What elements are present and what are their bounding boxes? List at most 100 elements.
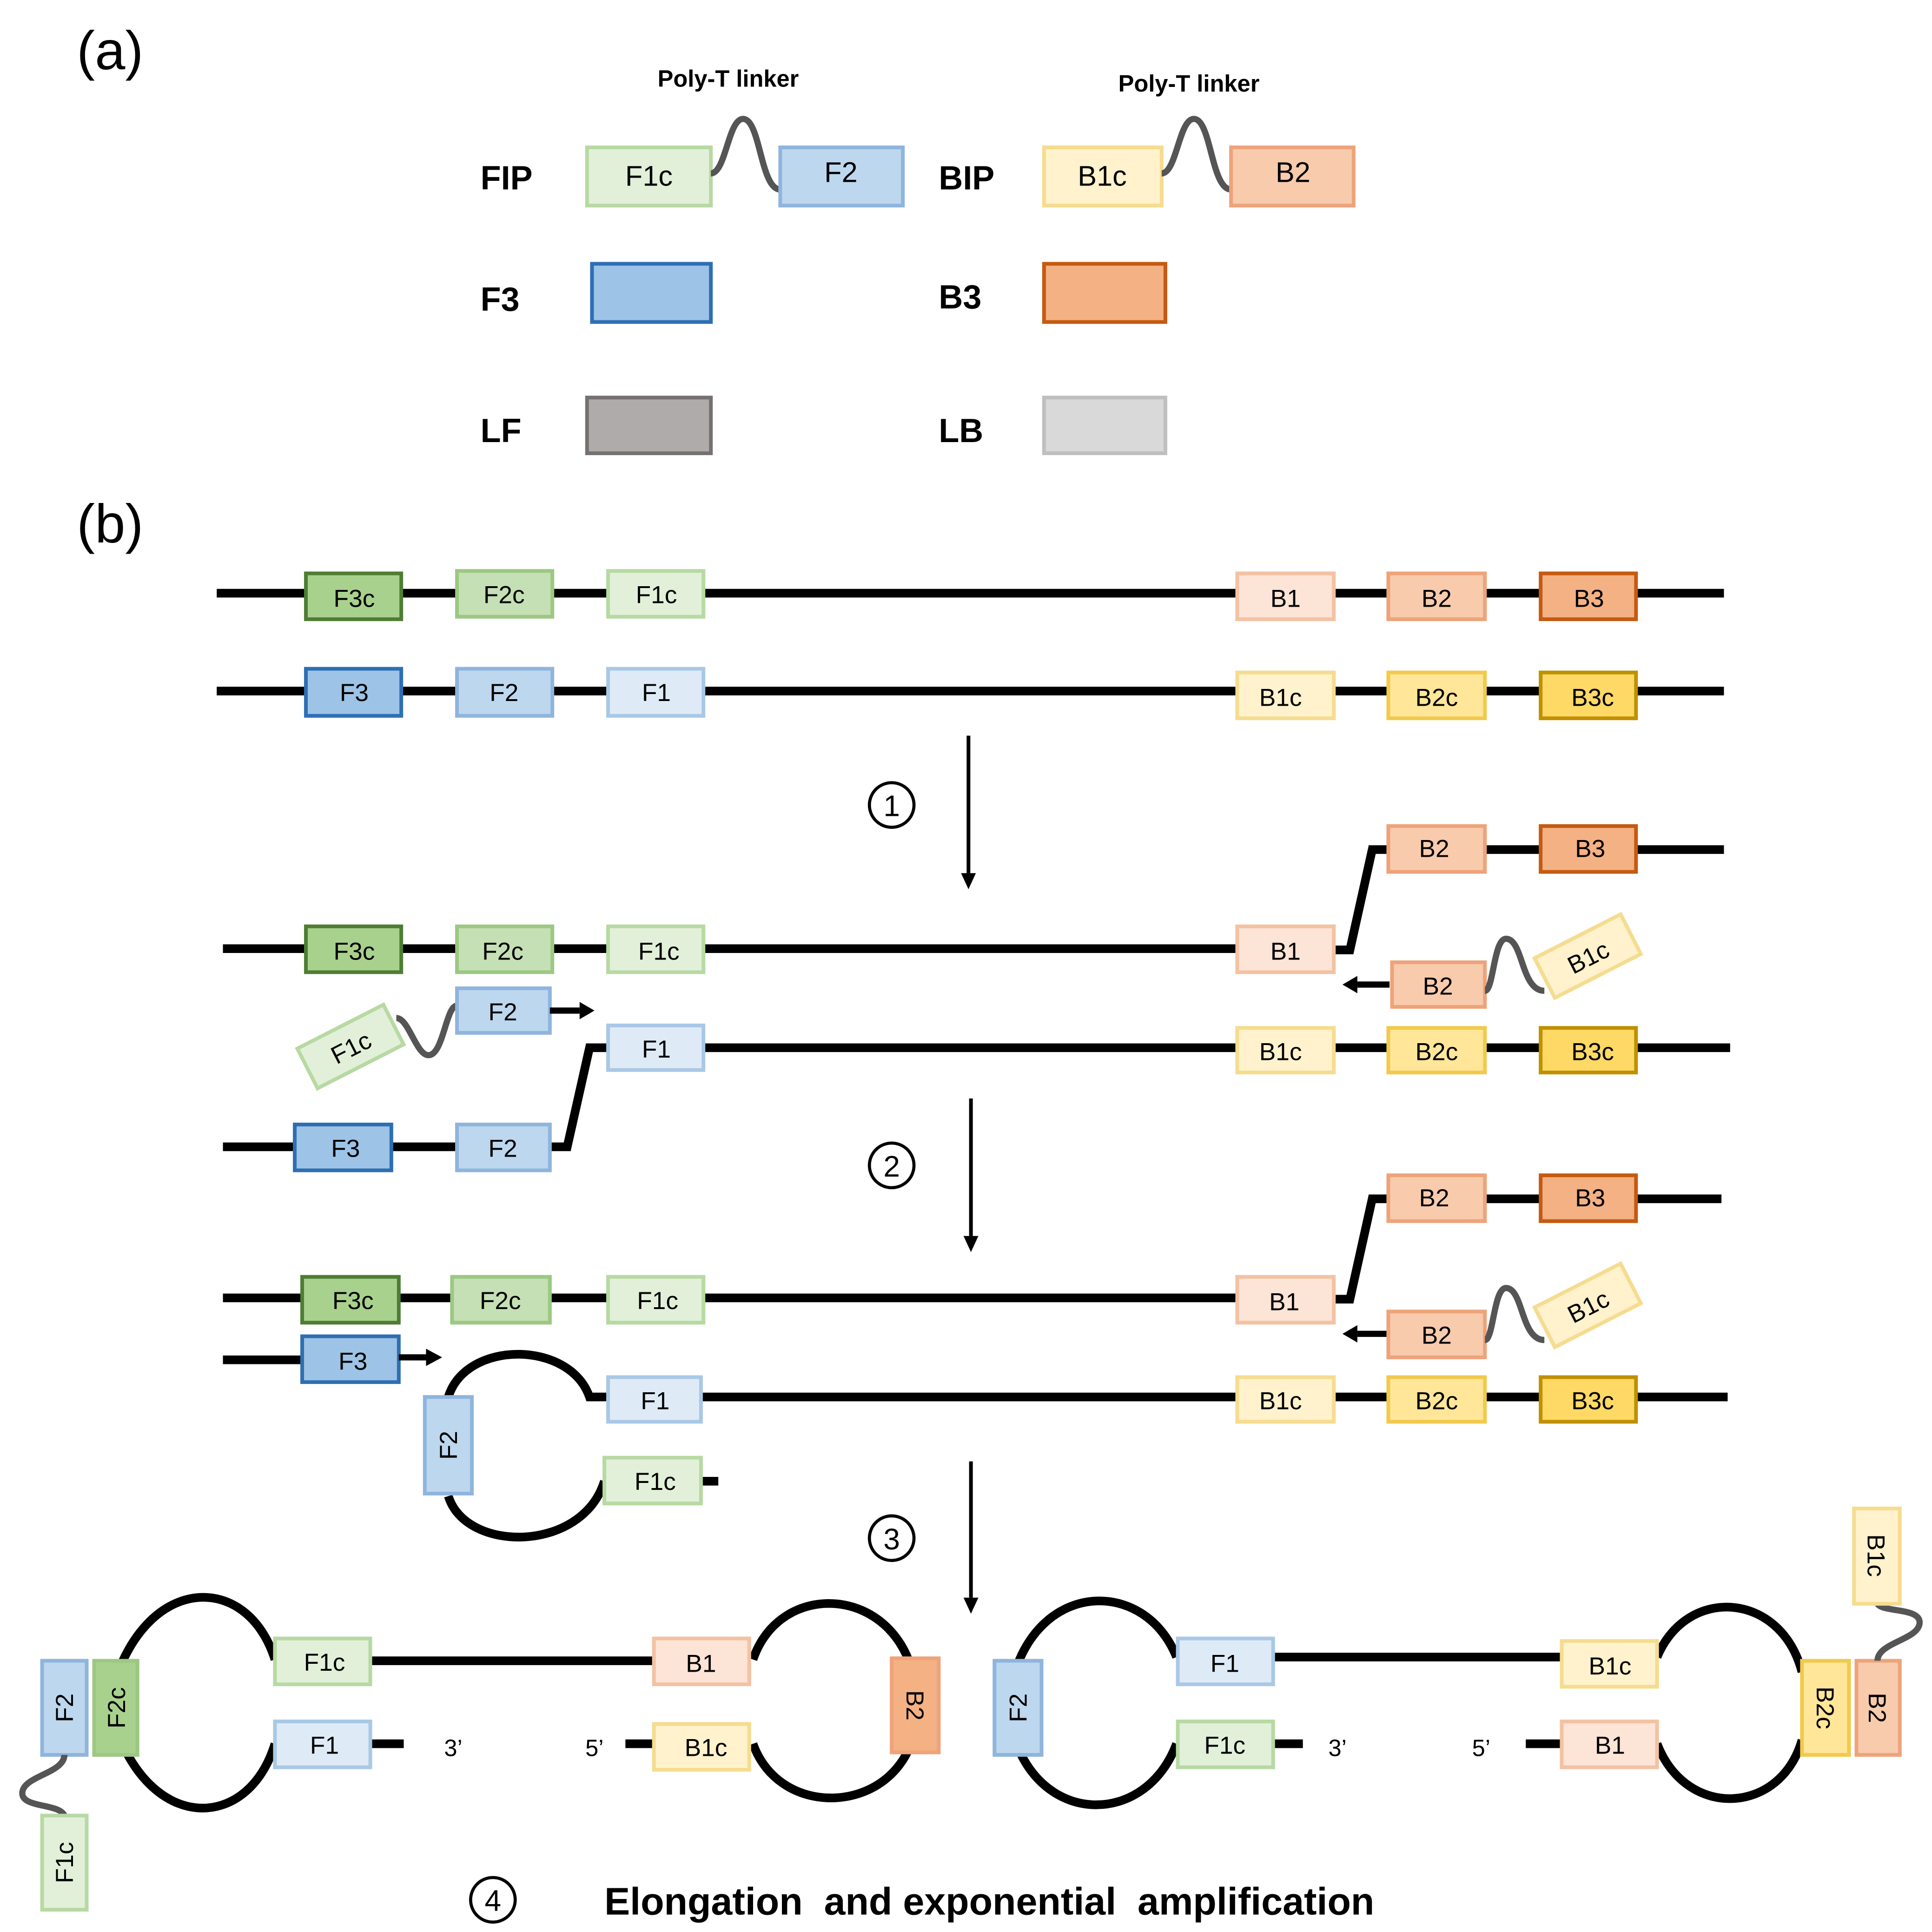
seg-b1c: B1c	[1259, 684, 1302, 712]
dbr-b1: B1	[1595, 1732, 1625, 1759]
lf-label: LF	[481, 412, 522, 450]
dbr-5prime: 5’	[1472, 1735, 1490, 1761]
dbl-b1: B1	[686, 1650, 716, 1678]
stage2-f2c: F2c	[480, 1287, 521, 1315]
step-3-circle	[867, 1514, 916, 1562]
bip-poly-t-linker	[1161, 116, 1232, 193]
stage1-f1c: F1c	[638, 938, 680, 966]
fip-f1c-label: F1c	[625, 160, 673, 192]
dbl-tail-f1c: F1c	[51, 1842, 79, 1883]
dbl-b2: B2	[901, 1690, 928, 1720]
stage1-f2c: F2c	[482, 938, 523, 966]
stage1-b3c: B3c	[1571, 1038, 1614, 1065]
dbr-3prime: 3’	[1329, 1735, 1347, 1761]
dbr-tail-b1c: B1c	[1862, 1534, 1889, 1577]
stage1-bip-b2: B2	[1423, 973, 1453, 1000]
stage2-f3-primer: F3	[223, 1334, 443, 1384]
stage2-b1: B1	[1269, 1289, 1299, 1316]
dbr-f1: F1	[1211, 1650, 1239, 1678]
dumbbell-right: F2 F1 F1c 3’ 5’ B1c B1 B2c B2 B1c	[992, 1506, 1923, 1809]
stage2-bip-b2: B2	[1422, 1322, 1452, 1350]
linker-label-left: Poly-T linker	[658, 65, 799, 92]
b3-primer	[1042, 262, 1167, 324]
seg-f2c: F2c	[483, 581, 525, 609]
fip-primer: F1c F2	[585, 116, 905, 208]
step-3-arrow	[963, 1461, 979, 1614]
bip-b2-label: B2	[1276, 157, 1310, 188]
seg-b2c: B2c	[1415, 684, 1458, 712]
stage1-fip-f2: F2	[489, 999, 517, 1026]
b3-label: B3	[939, 278, 981, 316]
lb-primer	[1042, 396, 1167, 456]
stage2-b1c: B1c	[1259, 1388, 1302, 1415]
dbr-b1c: B1c	[1588, 1653, 1631, 1680]
stage2-f1: F1	[641, 1388, 669, 1415]
stage2-b2: B2	[1419, 1184, 1449, 1212]
dbl-f2c: F2c	[103, 1687, 131, 1728]
stage1-displaced-b-arm: B2 B3	[1334, 824, 1724, 954]
stage1-bip-primer: B2 B1c	[1342, 912, 1644, 1009]
stage1-b2c: B2c	[1415, 1038, 1458, 1065]
dbl-f2: F2	[51, 1694, 79, 1722]
dumbbell-left: F2 F2c F1c F1c F1 3’ 5’ B1 B1c B2	[19, 1593, 941, 1912]
stage2-b2c: B2c	[1415, 1388, 1458, 1415]
stage1-b1c: B1c	[1259, 1038, 1302, 1065]
template-top-strand: F3c F2c F1c B1 B2 B3	[217, 569, 1724, 622]
dbl-left-3prime: 3’	[444, 1735, 462, 1761]
stage1-f2: F2	[489, 1135, 517, 1162]
stage2-f3: F3	[338, 1348, 367, 1375]
stage1-b2: B2	[1419, 835, 1449, 863]
lf-primer	[585, 396, 713, 456]
seg-f3c: F3c	[334, 585, 375, 612]
bip-b1c-label: B1c	[1078, 160, 1127, 192]
fip-poly-t-linker	[710, 116, 781, 193]
dbl-f1: F1	[310, 1732, 339, 1759]
stage1-f3c: F3c	[334, 938, 375, 966]
fip-label: FIP	[481, 160, 533, 197]
step-4-number: 4	[485, 1884, 502, 1918]
seg-b1: B1	[1270, 585, 1301, 612]
dbr-f1c: F1c	[1204, 1732, 1245, 1759]
seg-b3: B3	[1574, 585, 1604, 612]
dbr-b2: B2	[1863, 1693, 1891, 1723]
step-2-circle	[867, 1141, 916, 1190]
stage2-f3c: F3c	[332, 1287, 374, 1315]
linker-label-right: Poly-T linker	[1118, 70, 1260, 97]
f3-primer	[590, 262, 713, 324]
panel-a-label: (a)	[77, 20, 143, 81]
stage1-top-strand: F3c F2c F1c B1	[223, 924, 1336, 974]
stage2-displaced-b-arm: B2 B3	[1334, 1173, 1722, 1303]
stage1-b3: B3	[1575, 835, 1605, 863]
dbr-b2c: B2c	[1811, 1687, 1839, 1729]
step-4-circle	[469, 1876, 517, 1924]
step-1-circle	[867, 781, 916, 829]
dbl-left-5prime: 5’	[585, 1735, 603, 1761]
seg-b3c: B3c	[1571, 684, 1614, 712]
bip-primer: B1c B2	[1042, 116, 1356, 208]
stage1-f1: F1	[642, 1036, 671, 1063]
stage2-loop-f2: F2	[435, 1431, 463, 1460]
seg-b2: B2	[1422, 585, 1452, 612]
stage2-bottom-strand: F1 B1c B2c B3c	[606, 1375, 1728, 1424]
stage2-b3c: B3c	[1571, 1388, 1614, 1415]
fip-f2-label: F2	[824, 157, 858, 188]
stage2-b3: B3	[1575, 1184, 1605, 1212]
step-4-description: Elongation and exponential amplification	[604, 1880, 1374, 1923]
bip-label: BIP	[939, 160, 994, 197]
dbl-f1c: F1c	[304, 1649, 345, 1676]
step-3-number: 3	[883, 1522, 900, 1556]
stage2-f1c: F1c	[637, 1287, 678, 1315]
dbr-f2: F2	[1005, 1694, 1032, 1722]
step-1-glyph: 1	[883, 789, 900, 823]
stage1-bottom-strand: F1 B1c B2c B3c F3 F2	[223, 1023, 1730, 1172]
seg-f1c: F1c	[636, 581, 677, 609]
f3-label: F3	[481, 281, 520, 318]
stage1-b1: B1	[1270, 938, 1301, 966]
dbl-b1c: B1c	[685, 1734, 728, 1762]
stage2-bip-primer: B2 B1c	[1342, 1261, 1644, 1359]
seg-f2: F2	[490, 679, 518, 707]
step-2-number: 2	[883, 1150, 900, 1183]
stage2-loop-f1c: F1c	[635, 1468, 676, 1495]
stage2-loop-strand: F2 F1c	[423, 1350, 719, 1542]
